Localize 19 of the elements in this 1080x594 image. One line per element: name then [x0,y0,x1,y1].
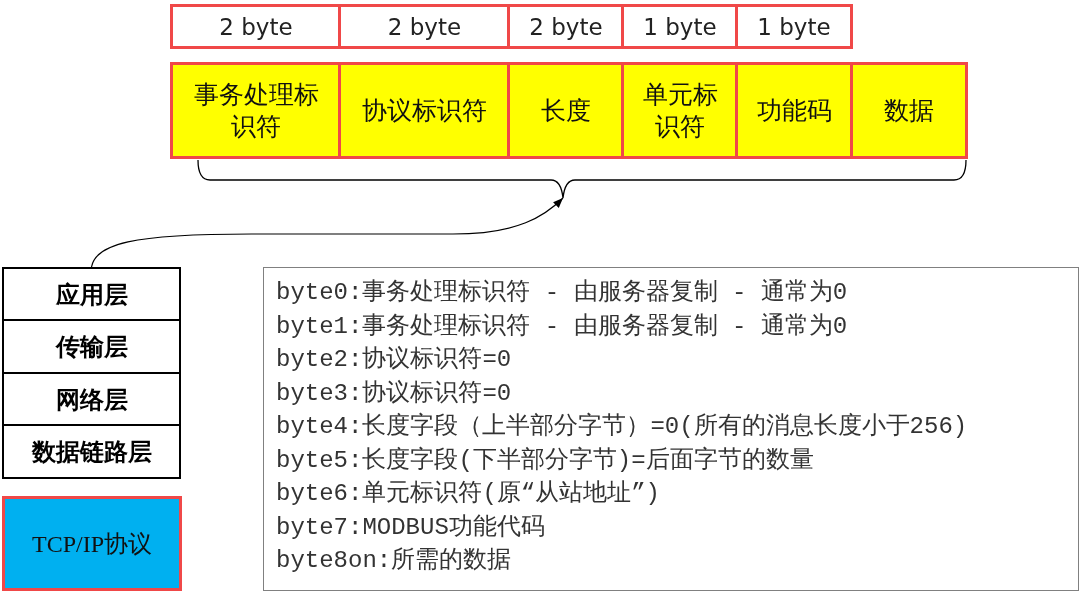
protocol-layer-box: 数据链路层 [2,424,181,479]
description-line: byte5:长度字段(下半部分字节)=后面字节的数量 [276,445,814,476]
protocol-layer-box: 网络层 [2,372,181,427]
curly-brace [196,158,968,200]
description-line: byte8on:所需的数据 [276,546,512,576]
description-line: byte4:长度字段（上半部分字节）=0(所有的消息长度小于256) [276,411,968,442]
description-line: byte6:单元标识符(原“从站地址”) [276,479,661,509]
description-line: byte3:协议标识符=0 [276,378,512,409]
description-line: byte1:事务处理标识符 - 由服务器复制 - 通常为0 [276,311,848,342]
description-line: byte7:MODBUS功能代码 [276,512,545,543]
protocol-layer-box: 应用层 [2,267,181,322]
protocol-title-box: TCP/IP协议 [2,496,182,591]
header-field-box: 数据 [850,62,968,159]
description-line: byte2:协议标识符=0 [276,345,512,375]
curved-arrow [90,197,564,268]
protocol-layer-box: 传输层 [2,319,181,375]
description-line: byte0:事务处理标识符 - 由服务器复制 - 通常为0 [276,278,848,308]
byte-length-box: 1 byte [735,4,853,49]
description-panel [263,267,1079,591]
